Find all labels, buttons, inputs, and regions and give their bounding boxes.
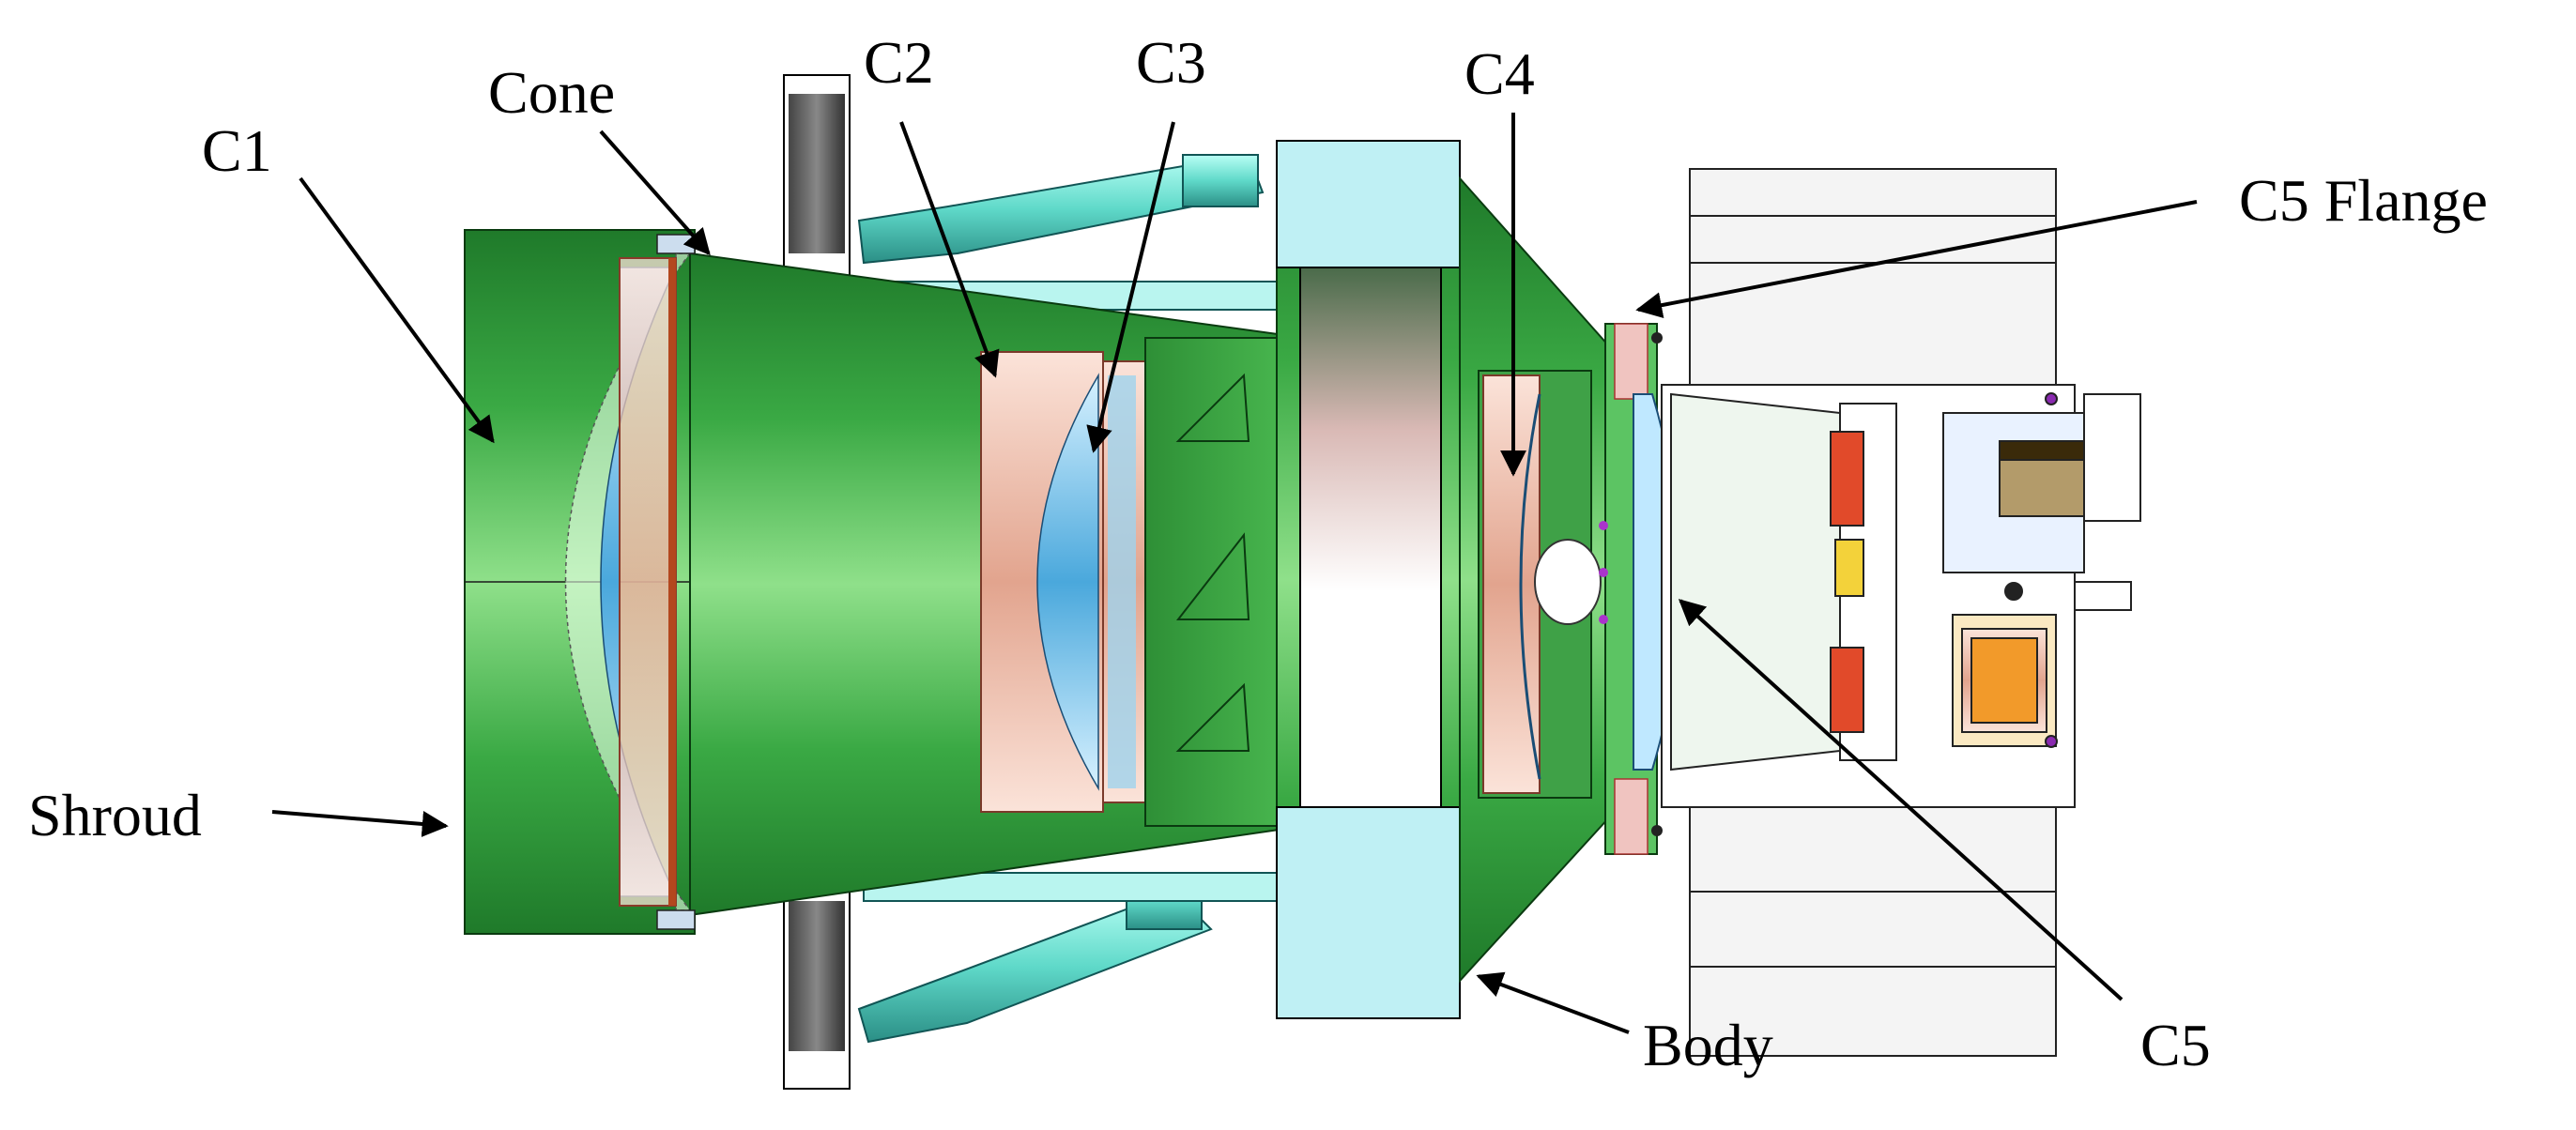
mounting-plate-bottom-dark (789, 901, 845, 1051)
cone-flange (656, 234, 696, 254)
lower-strut (857, 872, 1278, 1044)
arrow-c5 (1678, 599, 2124, 1001)
arrow-body (1476, 971, 1630, 1034)
label-c4: C4 (1464, 40, 1535, 107)
lens-c1 (564, 252, 692, 911)
lens-c3 (1102, 360, 1146, 803)
label-c1: C1 (202, 117, 272, 184)
inner-tube-triangles (1175, 373, 1250, 752)
label-c2: C2 (864, 29, 934, 96)
label-c3: C3 (1136, 29, 1206, 96)
label-c5: C5 (2140, 1012, 2211, 1078)
instrument-drawing (464, 74, 2141, 1090)
callout-labels: C1 Cone C2 C3 C4 C5 Flange Shroud Body C… (28, 29, 2488, 1078)
label-shroud: Shroud (28, 782, 202, 848)
cone-flange-lower (656, 909, 696, 930)
arrow-c2 (899, 121, 1000, 378)
lens-c2 (980, 351, 1104, 813)
lens-c4 (1478, 370, 1602, 799)
arrow-cone (599, 130, 711, 256)
arrow-shroud (271, 810, 449, 837)
camera-assembly (1661, 168, 2141, 1057)
label-body: Body (1643, 1012, 1773, 1078)
body (1276, 140, 1461, 1019)
label-cone: Cone (488, 59, 615, 126)
arrow-c5-flange (1635, 200, 2198, 318)
arrow-c1 (299, 176, 495, 444)
arrow-c3 (1086, 121, 1175, 453)
flange-bolts (1599, 332, 1663, 836)
label-c5-flange: C5 Flange (2239, 167, 2488, 234)
mounting-plate-top-dark (789, 94, 845, 253)
callout-arrows (271, 113, 2198, 1034)
